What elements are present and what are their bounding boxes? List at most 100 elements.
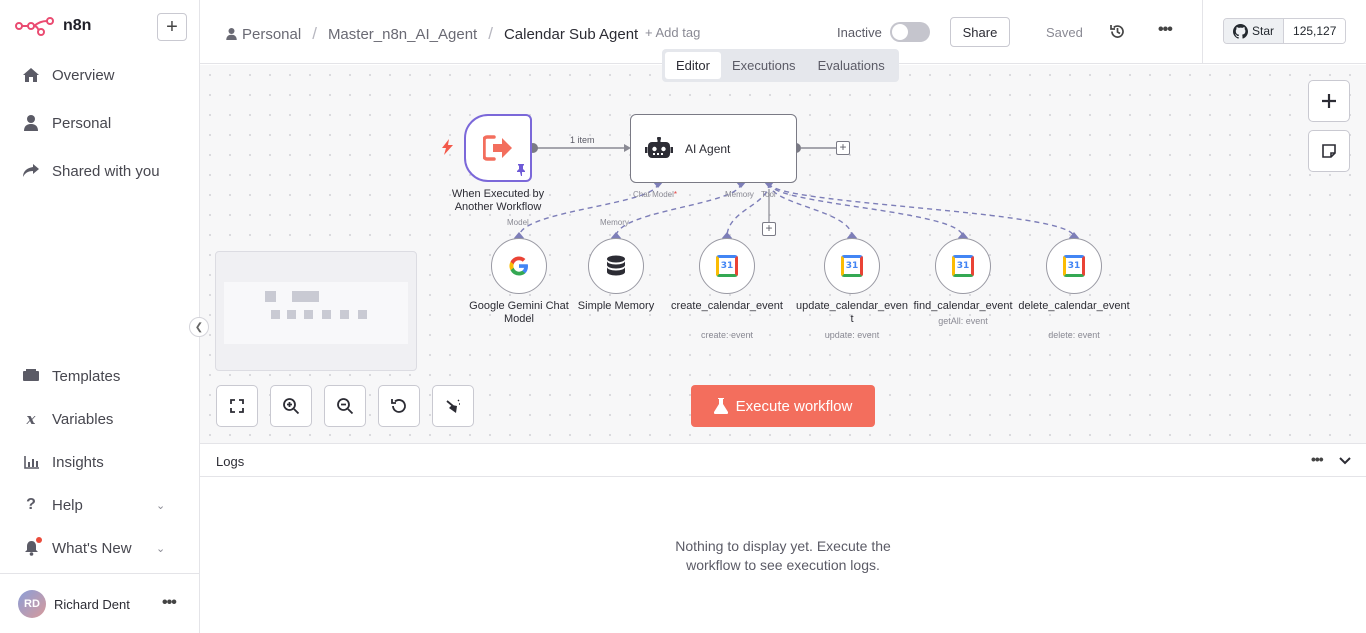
minimap-node: [292, 291, 319, 302]
sidebar-item-variables[interactable]: x Variables: [22, 410, 114, 428]
minimap-node: [287, 310, 296, 319]
add-tool-button[interactable]: +: [762, 222, 776, 236]
port-label-tool: Tool: [761, 190, 776, 199]
logs-empty-message: Nothing to display yet. Execute the work…: [675, 538, 891, 573]
templates-icon: [22, 367, 40, 385]
minimap-node: [340, 310, 349, 319]
node-find-calendar-event[interactable]: 31: [935, 238, 991, 294]
node-simple-memory[interactable]: [588, 238, 644, 294]
robot-icon: [645, 136, 673, 158]
user-menu-button[interactable]: •••: [162, 594, 177, 611]
google-calendar-icon: 31: [1063, 255, 1085, 277]
minimap-node: [265, 291, 276, 302]
logs-empty-state: Nothing to display yet. Execute the work…: [200, 537, 1366, 575]
tidy-up-button[interactable]: [432, 385, 474, 427]
google-calendar-icon: 31: [716, 255, 738, 277]
database-icon: [607, 255, 625, 276]
sidebar: n8n + Overview Personal Shared with you …: [0, 0, 200, 633]
sidebar-item-label: What's New: [52, 539, 132, 557]
github-star-label: Star: [1252, 24, 1275, 38]
sidebar-item-help[interactable]: ? Help ⌄: [22, 496, 165, 514]
minimap-viewport: [224, 282, 408, 344]
node-update-calendar-event[interactable]: 31: [824, 238, 880, 294]
tab-executions[interactable]: Executions: [731, 58, 796, 73]
workflow-menu-button[interactable]: •••: [1158, 21, 1173, 38]
chevron-down-icon: ⌄: [156, 499, 166, 512]
tab-evaluations[interactable]: Evaluations: [817, 58, 885, 73]
logs-header[interactable]: Logs •••: [200, 444, 1366, 477]
reset-zoom-button[interactable]: [378, 385, 420, 427]
node-delete-calendar-event[interactable]: 31: [1046, 238, 1102, 294]
create-new-button[interactable]: +: [157, 13, 187, 41]
breadcrumb-separator: /: [312, 24, 317, 43]
node-label-create: create_calendar_event: [671, 300, 783, 312]
node-sublabel-create: create: event: [700, 330, 754, 340]
node-ai-agent[interactable]: AI Agent: [630, 114, 797, 183]
breadcrumb-project[interactable]: Personal: [242, 25, 302, 43]
breadcrumb-folder[interactable]: Master_n8n_AI_Agent: [327, 25, 478, 43]
sidebar-item-whats-new[interactable]: What's New ⌄: [22, 537, 165, 557]
avatar[interactable]: RD: [18, 590, 46, 618]
user-icon: [226, 28, 237, 40]
connection-arrow: [624, 144, 631, 152]
zoom-in-button[interactable]: [270, 385, 312, 427]
add-node-button[interactable]: +: [836, 141, 850, 155]
node-when-executed-by-another-workflow[interactable]: [464, 114, 532, 182]
node-google-gemini-chat-model[interactable]: [491, 238, 547, 294]
n8n-logo-icon: [15, 17, 54, 36]
zoom-to-fit-button[interactable]: [216, 385, 258, 427]
chevron-down-icon: ⌄: [156, 542, 166, 555]
sidebar-item-label: Help: [52, 496, 83, 514]
sidebar-item-shared[interactable]: Shared with you: [22, 162, 160, 180]
logs-menu-button[interactable]: •••: [1311, 451, 1324, 467]
sidebar-item-personal[interactable]: Personal: [22, 114, 111, 132]
workflow-canvas[interactable]: 1 item + + When Executed by Another Work…: [200, 65, 1366, 443]
node-label-gemini: Google Gemini Chat Model: [469, 300, 569, 325]
execute-workflow-button[interactable]: Execute workflow: [691, 385, 875, 427]
node-create-calendar-event[interactable]: 31: [699, 238, 755, 294]
logs-panel: Logs ••• Nothing to display yet. Execute…: [200, 443, 1366, 633]
broom-icon: [446, 399, 460, 413]
insights-icon: [22, 453, 40, 471]
user-icon: [22, 114, 40, 132]
workflow-name[interactable]: Calendar Sub Agent: [503, 25, 639, 43]
port-label-memory-node: Memory: [600, 218, 629, 227]
google-calendar-icon: 31: [841, 255, 863, 277]
github-star-button[interactable]: Star: [1224, 19, 1285, 43]
share-button[interactable]: Share: [950, 17, 1010, 47]
sidebar-item-templates[interactable]: Templates: [22, 367, 120, 385]
port-label-model: Model: [507, 218, 529, 227]
user-area: RD Richard Dent •••: [0, 573, 199, 633]
sidebar-collapse-button[interactable]: ❮: [189, 317, 209, 337]
undo-icon: [391, 399, 406, 413]
plus-icon: [1322, 94, 1336, 108]
sign-out-icon: [483, 135, 512, 161]
add-sticky-note-button[interactable]: [1308, 130, 1350, 172]
help-icon: ?: [26, 496, 36, 513]
tab-editor[interactable]: Editor: [665, 52, 721, 79]
memory-connection: [615, 182, 742, 238]
tool-connection-delete: [768, 182, 1075, 238]
sidebar-item-label: Overview: [52, 66, 115, 84]
add-tag-button[interactable]: + Add tag: [645, 25, 701, 40]
sidebar-item-insights[interactable]: Insights: [22, 453, 104, 471]
minimap-node: [271, 310, 280, 319]
chevron-down-icon[interactable]: [1338, 453, 1352, 471]
sidebar-item-overview[interactable]: Overview: [22, 66, 115, 84]
add-node-panel-button[interactable]: [1308, 80, 1350, 122]
node-label-trigger: When Executed by Another Workflow: [451, 188, 545, 213]
minimap-node: [304, 310, 313, 319]
active-toggle[interactable]: [890, 22, 930, 42]
minimap[interactable]: [215, 251, 417, 371]
history-icon[interactable]: [1109, 23, 1126, 45]
n8n-logo[interactable]: n8n: [15, 16, 91, 36]
zoom-out-button[interactable]: [324, 385, 366, 427]
port-label-memory: Memory: [725, 190, 754, 199]
tool-connection-create: [726, 182, 770, 238]
node-label-update: update_calendar_event: [796, 300, 908, 325]
sidebar-item-label: Templates: [52, 367, 121, 385]
node-label-find: find_calendar_event: [913, 300, 1013, 312]
sidebar-item-label: Insights: [52, 453, 104, 471]
github-star-count[interactable]: 125,127: [1284, 19, 1346, 43]
